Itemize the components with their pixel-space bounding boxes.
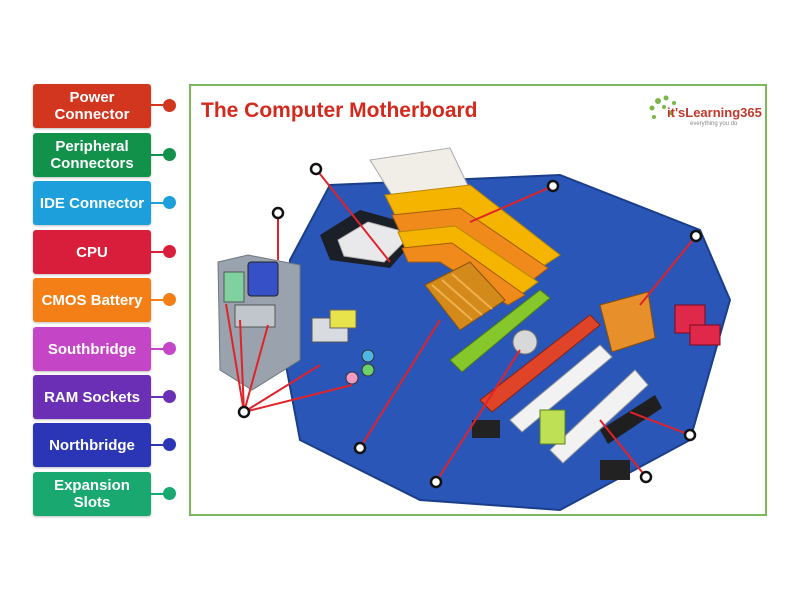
drag-handle-dot[interactable] <box>163 99 176 112</box>
label-connector <box>151 396 169 398</box>
audio-jack <box>361 349 375 363</box>
drag-handle-dot[interactable] <box>163 196 176 209</box>
label-power-connector[interactable]: Power Connector <box>33 84 151 128</box>
expansion-slot-small <box>539 409 566 445</box>
drop-target-northbridge[interactable] <box>353 441 367 455</box>
ps2-port <box>223 271 245 303</box>
drag-handle-dot[interactable] <box>163 245 176 258</box>
label-connector <box>151 154 169 156</box>
label-connector <box>151 493 169 495</box>
drop-target-expansion-slots[interactable] <box>639 470 653 484</box>
expansion-slot-pci <box>549 369 649 464</box>
cmos-battery-coin <box>512 329 538 355</box>
sata-port <box>689 324 721 346</box>
drop-target-power-connector[interactable] <box>309 162 323 176</box>
vga-port <box>247 261 279 297</box>
logo-text: it'sLearning365 <box>667 105 762 120</box>
southbridge-heatsink <box>599 291 656 353</box>
label-southbridge[interactable]: Southbridge <box>33 327 151 371</box>
expansion-slot-pci <box>509 344 613 433</box>
label-expansion-slots[interactable]: Expansion Slots <box>33 472 151 516</box>
ide-connector-block <box>600 395 662 444</box>
label-ide-connector[interactable]: IDE Connector <box>33 181 151 225</box>
logo-subtext: everything you do <box>690 121 738 127</box>
label-cmos-battery[interactable]: CMOS Battery <box>33 278 151 322</box>
leader-lines <box>225 168 697 483</box>
drop-target-cmos-battery[interactable] <box>429 475 443 489</box>
lan-port <box>329 309 357 329</box>
audio-jack <box>361 363 375 377</box>
label-connector <box>151 202 169 204</box>
label-connector <box>151 251 169 253</box>
drop-target-ide-connector[interactable] <box>683 428 697 442</box>
diagram-title: The Computer Motherboard <box>201 99 478 122</box>
drop-target-ram-sockets[interactable] <box>546 179 560 193</box>
label-connector <box>151 299 169 301</box>
expansion-slot-pcie <box>449 289 551 373</box>
audio-jack <box>345 371 359 385</box>
label-peripheral-connectors[interactable]: Peripheral Connectors <box>33 133 151 177</box>
label-northbridge[interactable]: Northbridge <box>33 423 151 467</box>
label-connector <box>151 348 169 350</box>
label-cpu[interactable]: CPU <box>33 230 151 274</box>
label-ram-sockets[interactable]: RAM Sockets <box>33 375 151 419</box>
chip <box>600 460 630 480</box>
drop-target-peripheral[interactable] <box>271 206 285 220</box>
expansion-slot <box>479 314 601 413</box>
chip <box>472 420 500 438</box>
drop-target-southbridge[interactable] <box>689 229 703 243</box>
label-connector <box>151 104 169 106</box>
label-connector <box>151 444 169 446</box>
logo-icon <box>649 95 676 119</box>
northbridge-heatsink <box>424 261 506 331</box>
drop-target-peripheral-connectors[interactable] <box>237 405 251 419</box>
drag-handle-dot[interactable] <box>163 342 176 355</box>
drag-handle-dot[interactable] <box>163 148 176 161</box>
drag-handle-dot[interactable] <box>163 438 176 451</box>
serial-port <box>234 304 276 328</box>
drag-handle-dot[interactable] <box>163 293 176 306</box>
drag-handle-dot[interactable] <box>163 390 176 403</box>
drag-handle-dot[interactable] <box>163 487 176 500</box>
